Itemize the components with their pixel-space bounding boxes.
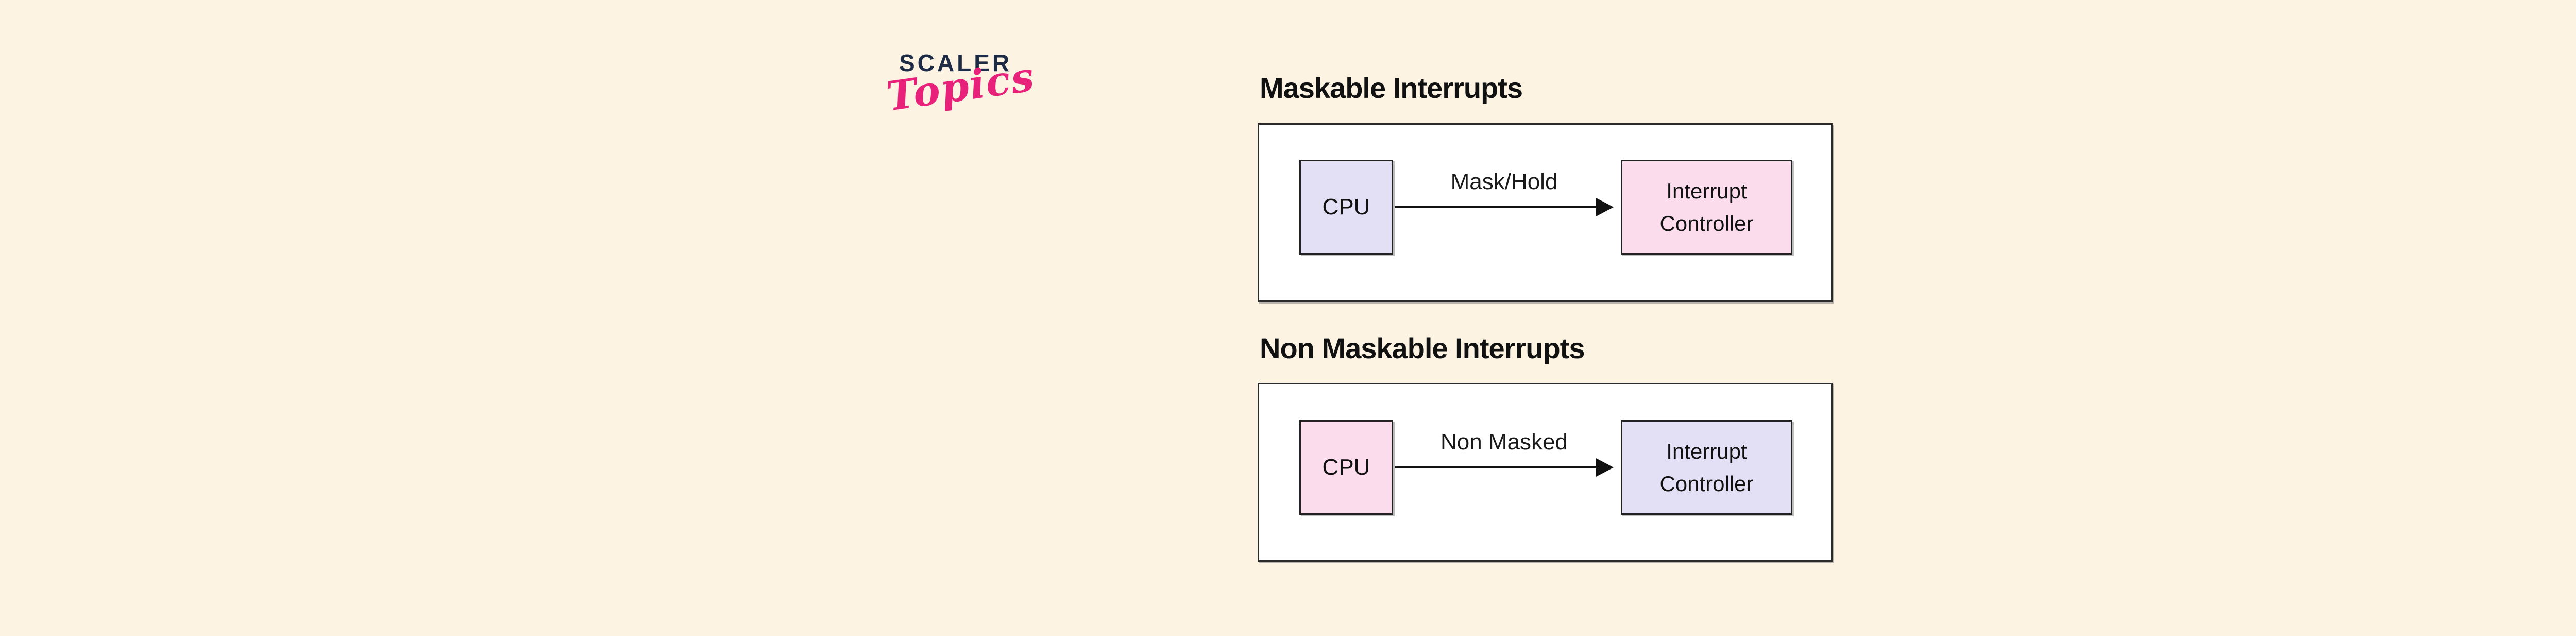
section-title-maskable: Maskable Interrupts <box>1260 72 1523 104</box>
non-maskable-cpu-label: CPU <box>1322 455 1370 480</box>
maskable-arrow-label: Mask/Hold <box>1450 169 1558 194</box>
non-maskable-interrupt-controller-label: Interrupt Controller <box>1659 439 1754 496</box>
non-maskable-arrow-head-icon <box>1596 458 1614 477</box>
maskable-arrow-line <box>1395 206 1597 208</box>
non-maskable-cpu-node: CPU <box>1299 420 1393 515</box>
maskable-cpu-node: CPU <box>1299 160 1393 255</box>
non-maskable-arrow-line <box>1395 466 1597 468</box>
non-maskable-arrow-label: Non Masked <box>1440 429 1568 455</box>
section-title-non-maskable: Non Maskable Interrupts <box>1260 332 1585 364</box>
maskable-interrupt-controller-node: Interrupt Controller <box>1621 160 1792 255</box>
non-maskable-interrupt-controller-node: Interrupt Controller <box>1621 420 1792 515</box>
maskable-arrow-head-icon <box>1596 198 1614 216</box>
maskable-cpu-label: CPU <box>1322 194 1370 220</box>
maskable-interrupt-controller-label: Interrupt Controller <box>1659 179 1754 236</box>
scaler-logo-brand: SCALER <box>899 49 1012 76</box>
